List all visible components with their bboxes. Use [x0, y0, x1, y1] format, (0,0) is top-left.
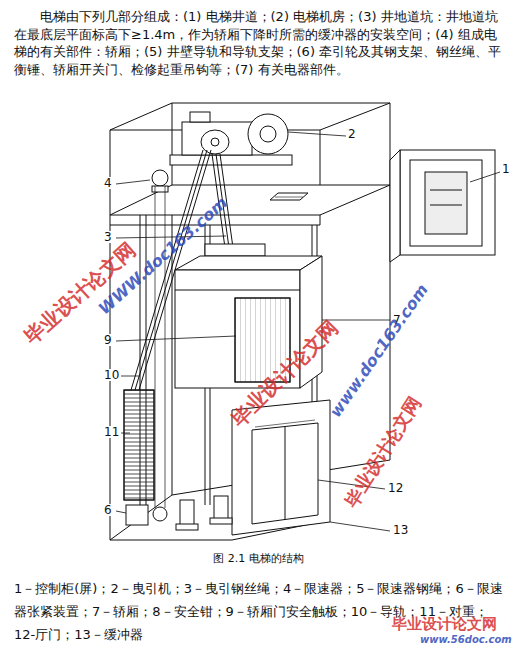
- watermark: www.56doc.com: [420, 633, 512, 647]
- callout-number: 10: [104, 369, 119, 381]
- watermark: 毕业设计论文网: [339, 392, 426, 512]
- callout-number: 9: [104, 334, 112, 346]
- callout-number: 1: [502, 163, 510, 175]
- callout-number: 11: [104, 426, 119, 438]
- figure-caption: 图 2.1 电梯的结构: [0, 552, 517, 567]
- callout-number: 12: [388, 482, 403, 494]
- callout-number: 6: [104, 504, 112, 516]
- callout-number: 4: [104, 177, 112, 189]
- watermark: 毕业设计论文网: [392, 614, 497, 634]
- callout-number: 3: [104, 231, 112, 243]
- intro-paragraph: 电梯由下列几部分组成：(1) 电梯井道；(2) 电梯机房；(3) 井地道坑：井地…: [14, 8, 504, 78]
- callout-number: 2: [348, 128, 356, 140]
- callout-number: 13: [393, 524, 408, 536]
